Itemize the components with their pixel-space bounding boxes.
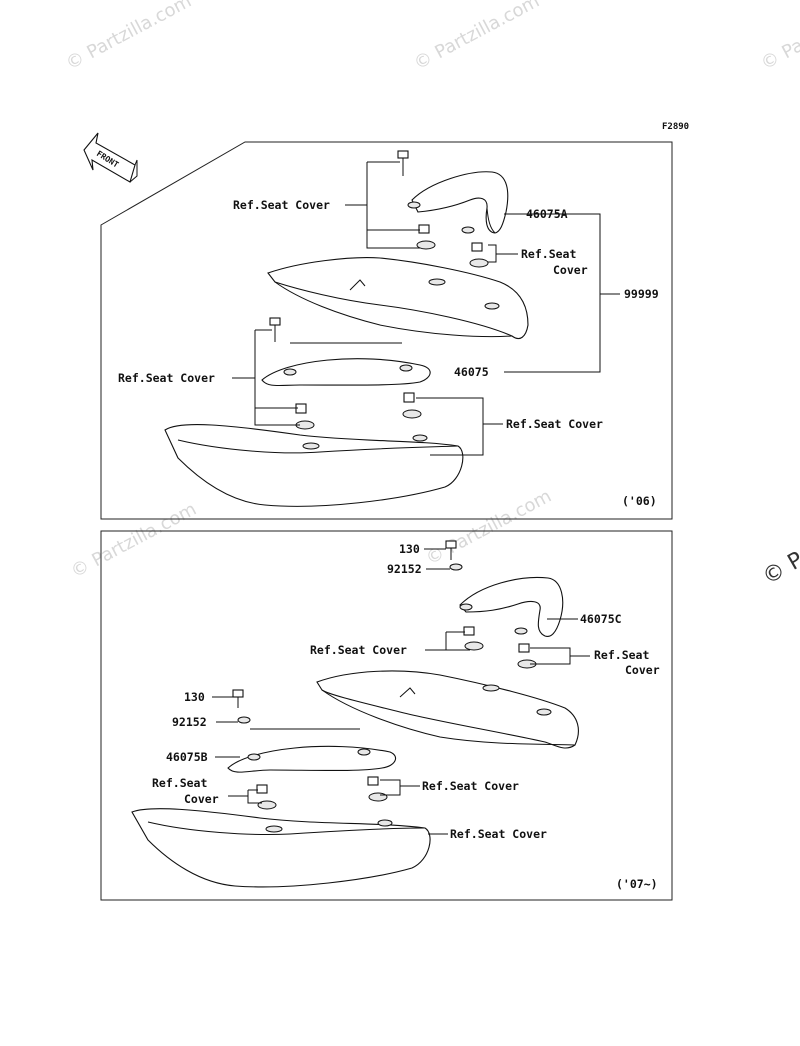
label-part-99999: 99999: [624, 287, 659, 301]
bolt-icon: [397, 150, 409, 176]
label-ref-seat-cover: Ref.Seat Cover: [118, 371, 215, 385]
grommet: [368, 792, 388, 802]
grommet: [469, 258, 489, 268]
seat-cover-upper: [316, 670, 579, 749]
grommet: [257, 800, 277, 810]
label-ref-seat-cover: Cover: [625, 663, 660, 677]
grommet: [416, 240, 436, 250]
watermark: © Partzilla.com: [67, 499, 200, 583]
label-ref-seat-cover: Ref.Seat: [521, 247, 576, 261]
grab-rail-lower: [261, 358, 431, 387]
watermark: © Partzilla.com: [757, 0, 800, 74]
label-ref-seat-cover: Cover: [553, 263, 588, 277]
collar: [256, 784, 268, 794]
panel-top: Ref.Seat Cover 46075A Ref.Seat Cover 999…: [100, 141, 673, 520]
label-ref-seat-cover: Ref.Seat: [594, 648, 649, 662]
year-note: ('07~): [616, 877, 658, 891]
collar: [471, 242, 483, 252]
label-part-46075: 46075: [454, 365, 489, 379]
label-part-92152: 92152: [172, 715, 207, 729]
washer: [237, 716, 251, 724]
seat-cover-lower: [164, 424, 464, 507]
bolt-icon: [232, 689, 244, 708]
label-ref-seat-cover: Ref.Seat: [152, 776, 207, 790]
bolt-icon: [269, 317, 281, 342]
label-ref-seat-cover: Ref.Seat Cover: [310, 643, 407, 657]
figure-code: F2890: [662, 122, 689, 132]
grab-rail-lower: [227, 745, 397, 773]
label-ref-seat-cover: Ref.Seat Cover: [233, 198, 330, 212]
watermark: © Partzilla.com: [422, 486, 555, 570]
bolt-icon: [445, 540, 457, 560]
label-part-130: 130: [399, 542, 420, 556]
watermark: © Partzilla.com: [62, 0, 195, 74]
panel-bottom: 130 92152 46075C Ref.Seat Cover Ref.Seat…: [100, 530, 673, 901]
collar: [463, 626, 475, 636]
washer: [449, 563, 463, 571]
leader-lines-bottom: [212, 548, 590, 835]
label-ref-seat-cover: Ref.Seat Cover: [506, 417, 603, 431]
label-part-130: 130: [184, 690, 205, 704]
collar: [367, 776, 379, 786]
collar: [418, 224, 430, 234]
watermark: © P: [759, 547, 800, 590]
grommet: [464, 641, 484, 651]
grab-rail-upper: [459, 576, 564, 637]
label-part-92152: 92152: [387, 562, 422, 576]
front-arrow-icon: FRONT: [83, 132, 138, 183]
watermark: © Partzilla.com: [410, 0, 543, 74]
grommet: [402, 409, 422, 419]
label-part-46075A: 46075A: [526, 207, 568, 221]
grab-rail-upper: [407, 171, 509, 234]
year-note: ('06): [622, 494, 657, 508]
label-ref-seat-cover: Cover: [184, 792, 219, 806]
label-ref-seat-cover: Ref.Seat Cover: [450, 827, 547, 841]
collar: [403, 392, 415, 403]
seat-cover-lower: [131, 808, 431, 888]
seat-cover-upper: [267, 257, 529, 340]
leader-lines-top: [232, 161, 620, 456]
collar: [518, 643, 530, 653]
label-part-46075B: 46075B: [166, 750, 208, 764]
label-ref-seat-cover: Ref.Seat Cover: [422, 779, 519, 793]
label-part-46075C: 46075C: [580, 612, 622, 626]
